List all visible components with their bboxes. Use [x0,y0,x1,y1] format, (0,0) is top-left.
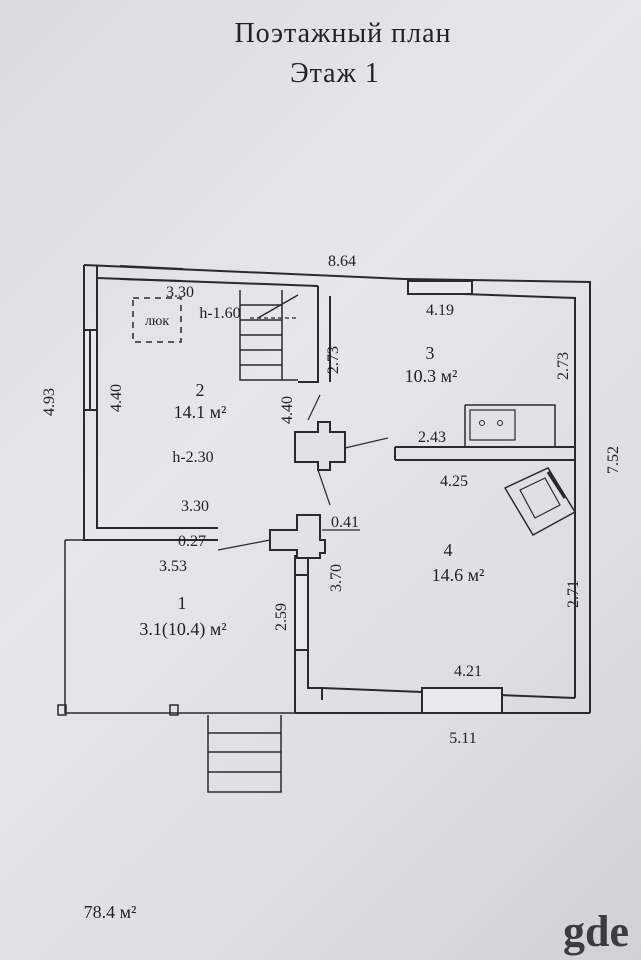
dim-room4-left: 3.70 [328,564,345,592]
staircase [239,290,298,381]
wall-room2-room3 [298,286,331,383]
dim-room3-top: 4.19 [426,302,454,319]
dim-stair-h: h-1.60 [199,305,240,322]
room3-area: 10.3 м² [405,366,458,386]
floor-label: Этаж 1 [290,58,380,89]
entry-steps [207,715,282,793]
window-room1 [294,574,309,651]
dim-right-height: 7.52 [605,446,622,474]
dim-room2-right: 4.40 [279,396,296,424]
dim-left-height: 4.93 [41,388,58,416]
window-top-right [407,280,473,295]
total-area: 78.4 м² [84,902,137,922]
watermark-logo: gde [563,907,629,956]
room1-area: 3.1(10.4) м² [139,619,226,640]
dim-room3-bottom: 2.43 [418,429,446,446]
room3-number: 3 [426,343,435,363]
hatch-label: люк [145,314,169,329]
dim-room4-top: 4.25 [440,473,468,490]
window-room4-bottom [421,687,503,714]
dim-room4-bottom: 4.21 [454,663,482,680]
dim-room2-top: 3.30 [166,284,194,301]
dim-room3-left: 2.73 [325,346,342,374]
window-top-left [119,265,184,282]
wall-center-pillar-bottom [269,514,326,559]
dim-room2-bottom: 3.30 [181,498,209,515]
dim-room2-left: 4.40 [108,384,125,412]
leader-lines [217,394,389,551]
dim-room3-right: 2.73 [555,352,572,380]
dim-top-width: 8.64 [328,253,356,270]
room2-number: 2 [196,380,205,400]
hatch-box [132,297,182,343]
dim-wall-a: 0.27 [178,533,206,550]
furnace [503,467,577,537]
stove [469,409,516,441]
room1-number: 1 [178,593,187,613]
dim-bottom-width: 5.11 [449,730,476,747]
dim-room1-top: 3.53 [159,558,187,575]
plan-title: Поэтажный план [234,18,451,49]
room2-area: 14.1 м² [174,402,227,422]
dim-room1-right: 2.59 [273,603,290,631]
dim-wall-b: 0.41 [331,514,359,531]
wall-room3-room4 [395,446,576,461]
wall-top-left [83,264,406,287]
wall-room1-porch [64,539,295,714]
room4-number: 4 [444,540,453,560]
kitchen-counter [464,404,556,447]
room4-area: 14.6 м² [432,565,485,585]
dim-room2-h: h-2.30 [172,449,213,466]
dim-room4-right: 2.71 [565,580,582,608]
wall-center-pillar-top [294,421,346,471]
